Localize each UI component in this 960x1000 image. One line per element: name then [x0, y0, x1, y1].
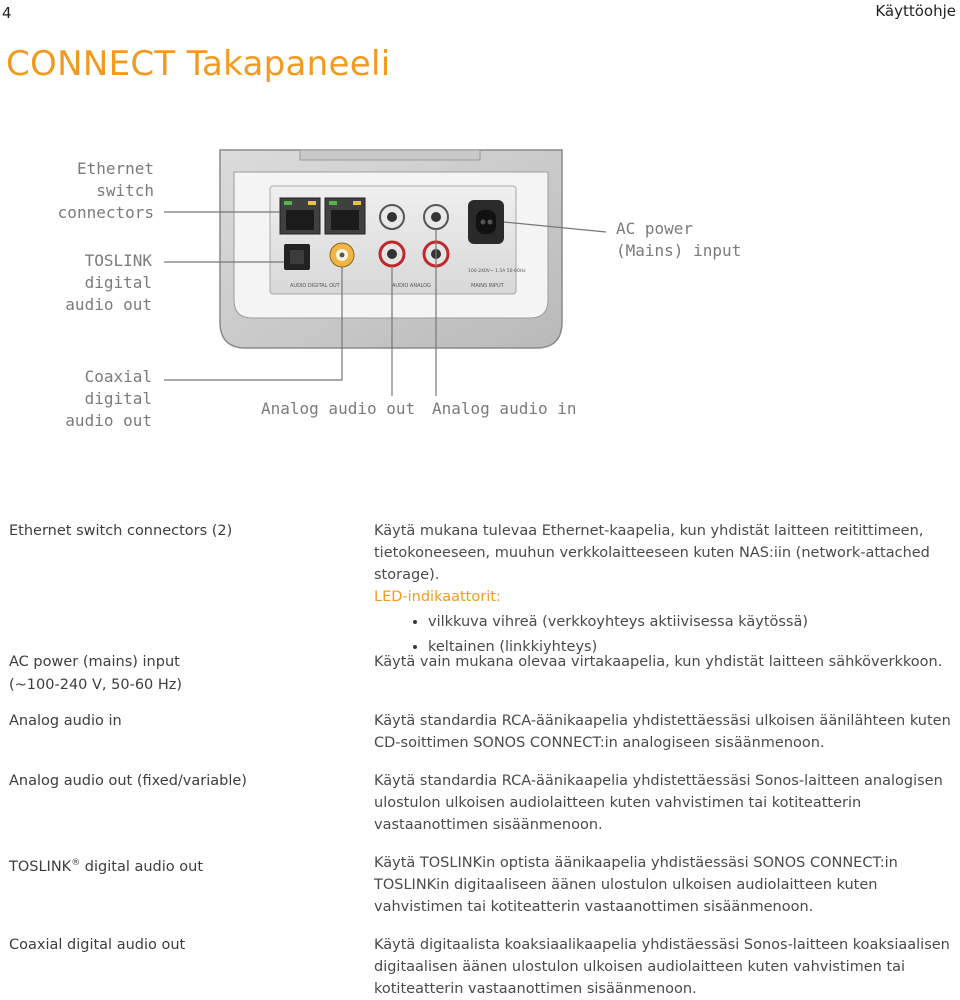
- callout-coaxial: Coaxial digital audio out: [65, 367, 152, 430]
- page-number: 4: [2, 4, 12, 22]
- spec-label-coaxial: Coaxial digital audio out: [9, 937, 186, 953]
- document-title: Käyttöohje: [875, 2, 956, 20]
- analog-in-left: [379, 204, 405, 230]
- spec-desc-analog-in: Käytä standardia RCA-äänikaapelia yhdist…: [374, 713, 951, 751]
- list-item: vilkkuva vihreä (verkkoyhteys aktiivises…: [428, 610, 954, 635]
- panel-label-mains: MAINS INPUT: [471, 283, 505, 289]
- analog-in-right: [423, 204, 449, 230]
- led-indicators-heading: LED-indikaattorit:: [374, 589, 501, 605]
- led-indicator-list: vilkkuva vihreä (verkkoyhteys aktiivises…: [374, 610, 954, 660]
- spec-label-analog-in: Analog audio in: [9, 713, 122, 729]
- callout-analog-out: Analog audio out: [261, 399, 416, 418]
- leader-lines: [164, 211, 607, 396]
- spec-desc-ethernet: Käytä mukana tulevaa Ethernet-kaapelia, …: [374, 520, 954, 660]
- toslink-port: [284, 244, 310, 270]
- spec-desc-coaxial: Käytä digitaalista koaksiaalikaapelia yh…: [374, 937, 950, 997]
- callout-toslink: TOSLINK digital audio out: [65, 251, 152, 314]
- page-title: CONNECT Takapaneeli: [6, 44, 391, 84]
- ac-power-port: [468, 200, 504, 244]
- ethernet-port-2: [324, 197, 366, 235]
- spec-label-analog-out: Analog audio out (fixed/variable): [9, 773, 247, 789]
- rear-panel-diagram: AUDIO DIGITAL OUT AUDIO ANALOG MAINS INP…: [164, 149, 607, 396]
- coaxial-port: [329, 242, 355, 268]
- spec-label-ac-power: AC power (mains) input (~100-240 V, 50-6…: [9, 654, 183, 693]
- spec-desc-toslink: Käytä TOSLINKin optista äänikaapelia yhd…: [374, 855, 898, 915]
- analog-out-left: [378, 240, 406, 268]
- callout-analog-in: Analog audio in: [432, 399, 577, 418]
- spec-label-toslink: TOSLINK® digital audio out: [9, 858, 204, 875]
- ethernet-port-1: [279, 197, 321, 235]
- spec-desc-ac-power: Käytä vain mukana olevaa virtakaapelia, …: [374, 654, 943, 670]
- spec-label-ethernet: Ethernet switch connectors (2): [9, 523, 233, 539]
- panel-label-rating: 100-240V~ 1.5A 50-60Hz: [468, 268, 526, 274]
- callout-ac-power: AC power (Mains) input: [616, 219, 742, 260]
- callout-ethernet: Ethernet switch connectors: [57, 159, 154, 222]
- panel-label-digital: AUDIO DIGITAL OUT: [290, 283, 341, 289]
- spec-desc-analog-out: Käytä standardia RCA-äänikaapelia yhdist…: [374, 773, 943, 833]
- panel-label-analog: AUDIO ANALOG: [392, 283, 431, 289]
- list-item: keltainen (linkkiyhteys): [428, 635, 954, 660]
